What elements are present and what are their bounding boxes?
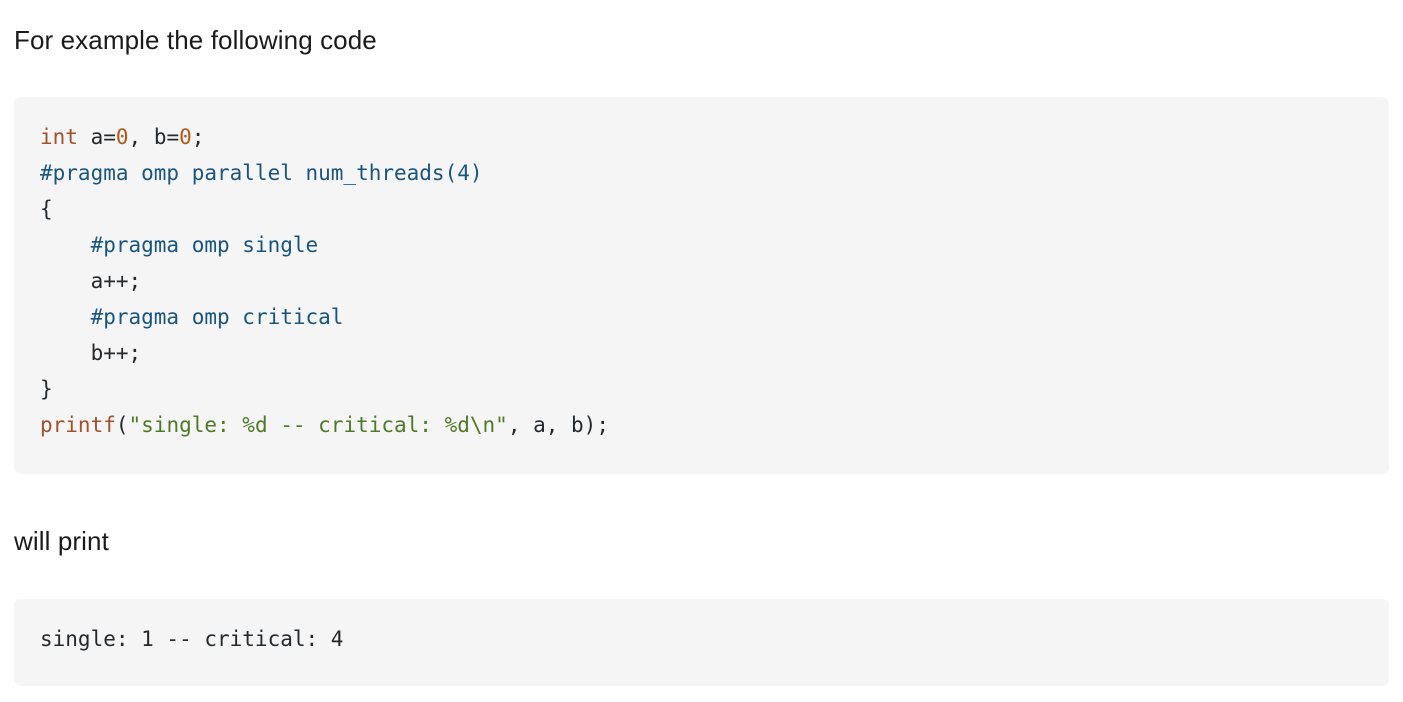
code-token-plain bbox=[40, 305, 91, 329]
code-token-plain: single: 1 -- critical: 4 bbox=[40, 627, 344, 651]
code-token-preproc: #pragma omp parallel num_threads(4) bbox=[40, 161, 483, 185]
code-block-example: int a=0, b=0;#pragma omp parallel num_th… bbox=[14, 97, 1389, 474]
code-token-plain: } bbox=[40, 377, 53, 401]
code-token-plain: , a, b); bbox=[507, 413, 609, 437]
code-line: int a=0, b=0; bbox=[40, 119, 1363, 155]
code-line: printf("single: %d -- critical: %d\n", a… bbox=[40, 407, 1363, 443]
code-token-func: printf bbox=[40, 413, 116, 437]
code-token-preproc: #pragma omp critical bbox=[90, 305, 344, 329]
code-token-number: 0 bbox=[179, 125, 192, 149]
output-content: single: 1 -- critical: 4 bbox=[40, 621, 1363, 657]
code-token-number: 0 bbox=[115, 125, 129, 149]
code-line: single: 1 -- critical: 4 bbox=[40, 621, 1363, 657]
code-token-plain: { bbox=[40, 197, 53, 221]
code-token-plain: a= bbox=[77, 125, 116, 149]
intro-paragraph: For example the following code bbox=[14, 25, 377, 55]
code-block-output: single: 1 -- critical: 4 bbox=[14, 599, 1389, 686]
code-line: #pragma omp single bbox=[40, 227, 1363, 263]
code-token-plain: , b= bbox=[128, 125, 180, 149]
code-line: { bbox=[40, 191, 1363, 227]
code-token-plain: b++; bbox=[40, 341, 142, 365]
code-line: b++; bbox=[40, 335, 1363, 371]
code-token-preproc: #pragma omp single bbox=[90, 233, 319, 257]
code-line: a++; bbox=[40, 263, 1363, 299]
code-token-string: "single: %d -- critical: %d\n" bbox=[128, 413, 508, 437]
code-token-plain bbox=[40, 233, 91, 257]
code-token-plain: a++; bbox=[40, 269, 142, 293]
code-token-plain: ( bbox=[115, 413, 129, 437]
code-line: #pragma omp parallel num_threads(4) bbox=[40, 155, 1363, 191]
code-line: #pragma omp critical bbox=[40, 299, 1363, 335]
will-print-paragraph: will print bbox=[14, 526, 109, 556]
code-token-keyword: int bbox=[40, 125, 78, 149]
code-line: } bbox=[40, 371, 1363, 407]
code-token-plain: ; bbox=[191, 125, 205, 149]
code-content: int a=0, b=0;#pragma omp parallel num_th… bbox=[40, 119, 1363, 443]
